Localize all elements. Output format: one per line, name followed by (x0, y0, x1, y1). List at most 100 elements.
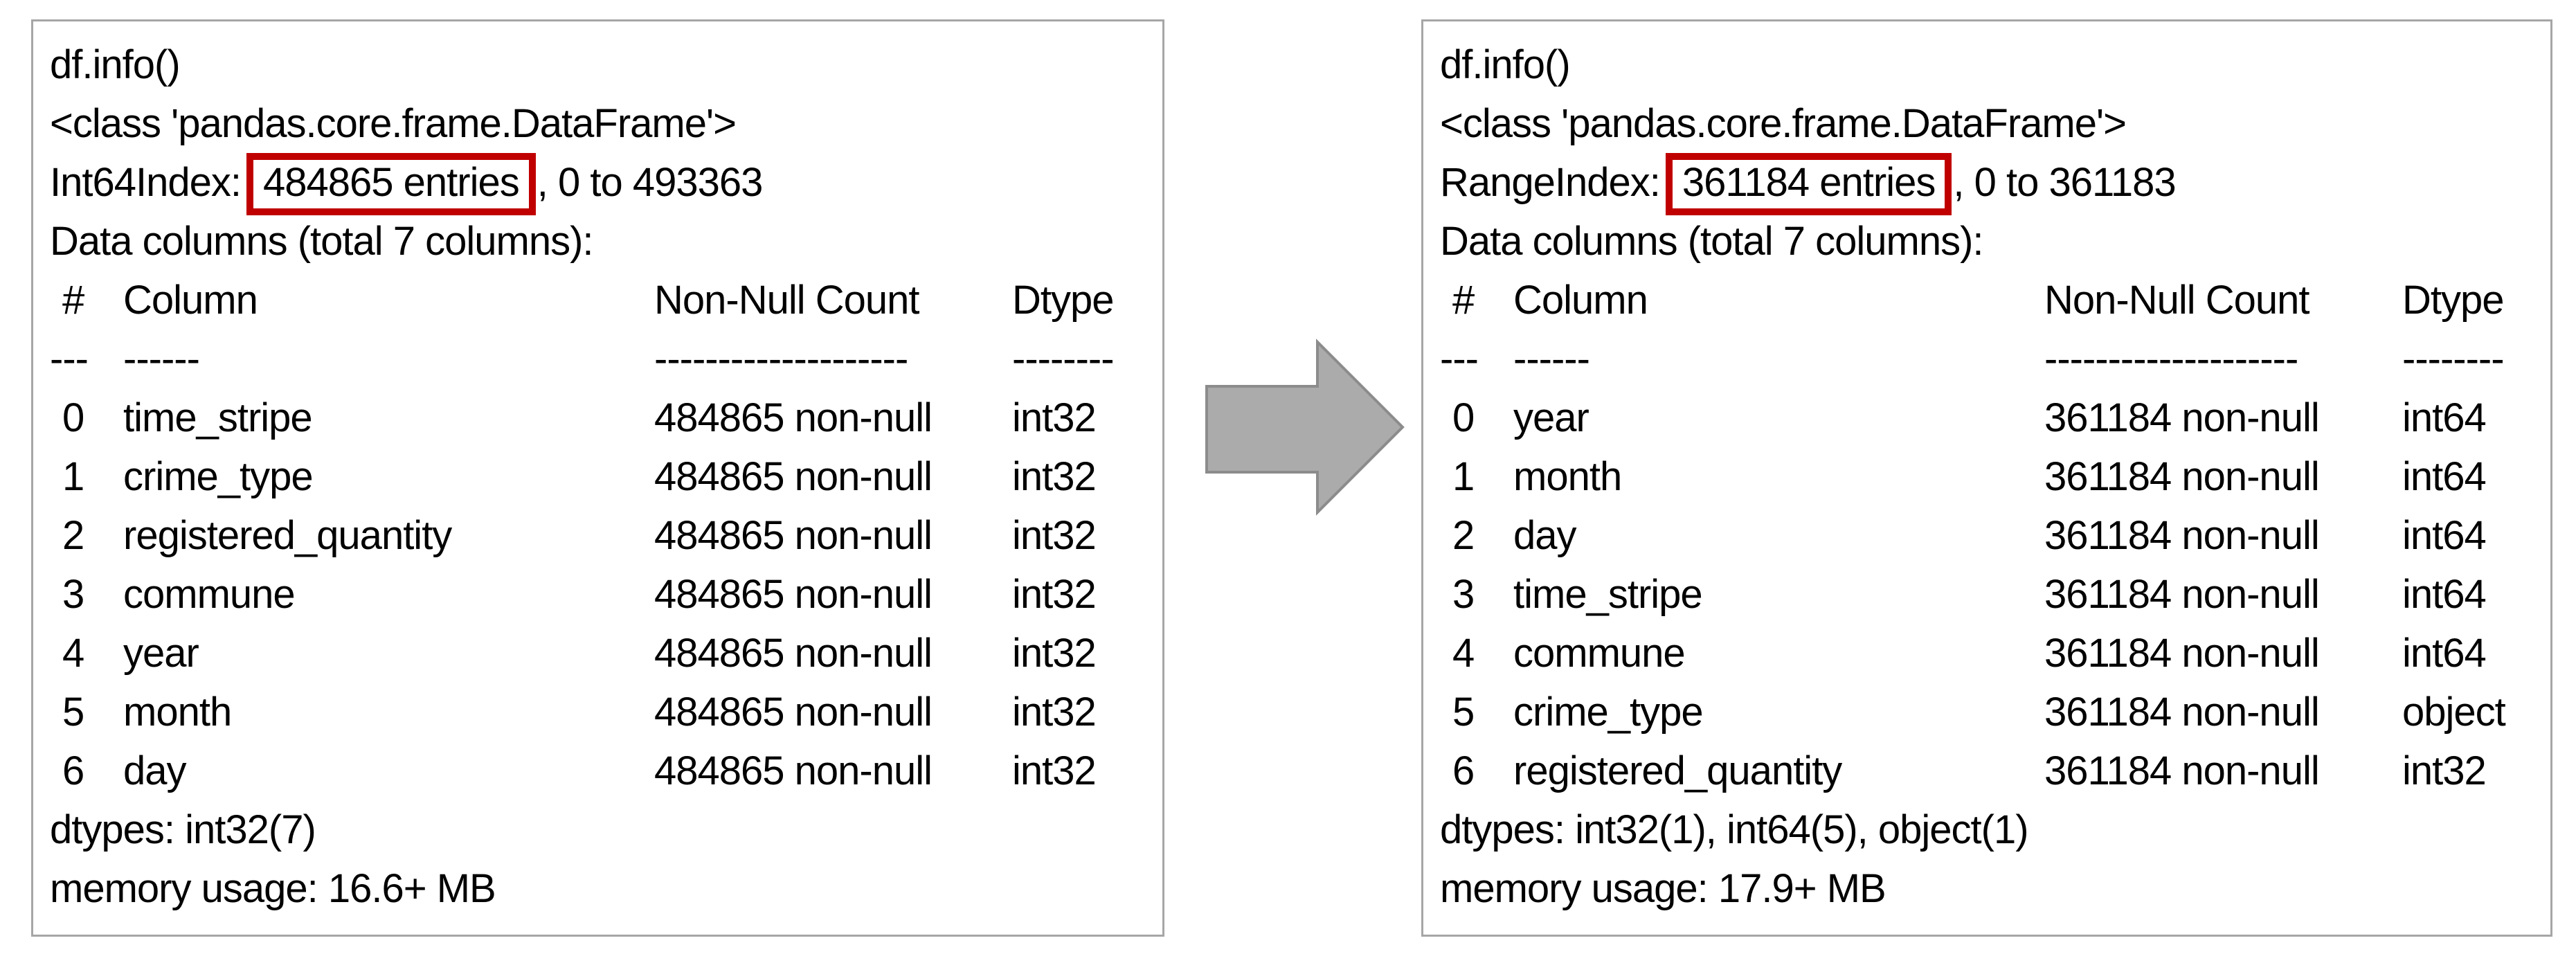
column-separator: ------ (123, 336, 200, 381)
non-null-count-cell: 361184 non-null (2044, 395, 2320, 440)
dtype-cell: int32 (1012, 690, 1097, 735)
col-index-cell: 3 (62, 572, 84, 617)
column-name-cell: commune (123, 572, 296, 617)
column-name-cell: registered_quantity (123, 513, 452, 558)
col-index-cell: 6 (1452, 748, 1475, 793)
col-index-cell: 3 (1452, 572, 1475, 617)
non-null-count-header: Non-Null Count (654, 278, 920, 323)
entries-highlight-box: 484865 entries (246, 153, 536, 215)
non-null-count-cell: 484865 non-null (654, 690, 933, 735)
dtype-cell: int32 (1012, 748, 1097, 793)
col-index-cell: 2 (62, 513, 84, 558)
non-null-count-cell: 361184 non-null (2044, 631, 2320, 676)
col-index-cell: 4 (62, 631, 84, 676)
column-header: Column (123, 278, 258, 323)
table-row: 1 crime_type 484865 non-null int32 (50, 447, 1162, 506)
non-null-count-cell: 361184 non-null (2044, 690, 2320, 735)
dtype-cell: int32 (1012, 572, 1097, 617)
column-separator: ------ (1513, 336, 1590, 381)
table-header-row: # Column Non-Null Count Dtype (1440, 271, 2550, 330)
table-row: 2 day 361184 non-null int64 (1440, 506, 2550, 565)
code-line: df.info() (1440, 42, 1571, 87)
memory-usage-line: memory usage: 17.9+ MB (1440, 866, 1886, 911)
column-name-cell: commune (1513, 631, 1686, 676)
code-line: df.info() (50, 42, 181, 87)
class-line: <class 'pandas.core.frame.DataFrame'> (50, 101, 737, 146)
col-index-cell: 5 (62, 690, 84, 735)
table-separator-row: --- ------ -------------------- -------- (50, 330, 1162, 388)
data-columns-line: Data columns (total 7 columns): (1440, 219, 1984, 264)
table-row: 5 month 484865 non-null int32 (50, 683, 1162, 741)
col-index-cell: 2 (1452, 513, 1475, 558)
table-row: 0 year 361184 non-null int64 (1440, 388, 2550, 447)
dtype-cell: int64 (2402, 454, 2487, 499)
dtype-cell: int32 (1012, 513, 1097, 558)
dtype-cell: int64 (2402, 572, 2487, 617)
column-name-cell: month (1513, 454, 1622, 499)
dtype-cell: int64 (2402, 395, 2487, 440)
dtypes-line: dtypes: int32(1), int64(5), object(1) (1440, 807, 2029, 852)
class-line: <class 'pandas.core.frame.DataFrame'> (1440, 101, 2127, 146)
table-row: 3 commune 484865 non-null int32 (50, 565, 1162, 624)
dtype-cell: int64 (2402, 631, 2487, 676)
table-row: 1 month 361184 non-null int64 (1440, 447, 2550, 506)
non-null-count-cell: 361184 non-null (2044, 572, 2320, 617)
column-header: Column (1513, 278, 1648, 323)
dtype-cell: int64 (2402, 513, 2487, 558)
column-name-cell: registered_quantity (1513, 748, 1842, 793)
dtype-separator: -------- (1012, 336, 1115, 381)
count-separator: -------------------- (654, 336, 908, 381)
index-prefix: Int64Index: (50, 160, 242, 205)
non-null-count-cell: 484865 non-null (654, 513, 933, 558)
num-header: # (62, 278, 84, 323)
dtype-cell: int32 (1012, 631, 1097, 676)
right-arrow-shape (1205, 339, 1405, 516)
table-row: 2 registered_quantity 484865 non-null in… (50, 506, 1162, 565)
table-separator-row: --- ------ -------------------- -------- (1440, 330, 2550, 388)
column-name-cell: day (123, 748, 187, 793)
table-row: 4 commune 361184 non-null int64 (1440, 624, 2550, 683)
table-row: 5 crime_type 361184 non-null object (1440, 683, 2550, 741)
non-null-count-cell: 361184 non-null (2044, 454, 2320, 499)
index-suffix: , 0 to 493363 (537, 160, 764, 205)
data-columns-line: Data columns (total 7 columns): (50, 219, 594, 264)
count-separator: -------------------- (2044, 336, 2298, 381)
column-name-cell: time_stripe (1513, 572, 1703, 617)
col-index-cell: 1 (62, 454, 84, 499)
col-index-cell: 0 (62, 395, 84, 440)
num-separator: --- (50, 336, 89, 381)
index-line: Int64Index:484865 entries, 0 to 493363 (50, 153, 1162, 215)
col-index-cell: 4 (1452, 631, 1475, 676)
column-name-cell: year (123, 631, 199, 676)
column-name-cell: time_stripe (123, 395, 313, 440)
table-row: 3 time_stripe 361184 non-null int64 (1440, 565, 2550, 624)
index-line: RangeIndex:361184 entries, 0 to 361183 (1440, 153, 2550, 215)
dtypes-line: dtypes: int32(7) (50, 807, 316, 852)
column-name-cell: month (123, 690, 232, 735)
index-suffix: , 0 to 361183 (1953, 160, 2176, 205)
num-separator: --- (1440, 336, 1479, 381)
column-name-cell: crime_type (1513, 690, 1704, 735)
non-null-count-cell: 484865 non-null (654, 454, 933, 499)
non-null-count-cell: 361184 non-null (2044, 748, 2320, 793)
non-null-count-cell: 484865 non-null (654, 395, 933, 440)
dtype-separator: -------- (2402, 336, 2505, 381)
col-index-cell: 1 (1452, 454, 1475, 499)
dtype-header: Dtype (1012, 278, 1115, 323)
table-row: 6 registered_quantity 361184 non-null in… (1440, 741, 2550, 800)
df-info-panel-before: df.info() <class 'pandas.core.frame.Data… (31, 19, 1164, 937)
dtype-cell: int32 (1012, 395, 1097, 440)
table-header-row: # Column Non-Null Count Dtype (50, 271, 1162, 330)
entries-highlight-box: 361184 entries (1665, 153, 1952, 215)
dtype-cell: int32 (1012, 454, 1097, 499)
non-null-count-cell: 361184 non-null (2044, 513, 2320, 558)
column-name-cell: day (1513, 513, 1577, 558)
table-row: 0 time_stripe 484865 non-null int32 (50, 388, 1162, 447)
dtype-header: Dtype (2402, 278, 2505, 323)
index-prefix: RangeIndex: (1440, 160, 1661, 205)
col-index-cell: 0 (1452, 395, 1475, 440)
non-null-count-header: Non-Null Count (2044, 278, 2310, 323)
num-header: # (1452, 278, 1475, 323)
non-null-count-cell: 484865 non-null (654, 572, 933, 617)
col-index-cell: 6 (62, 748, 84, 793)
